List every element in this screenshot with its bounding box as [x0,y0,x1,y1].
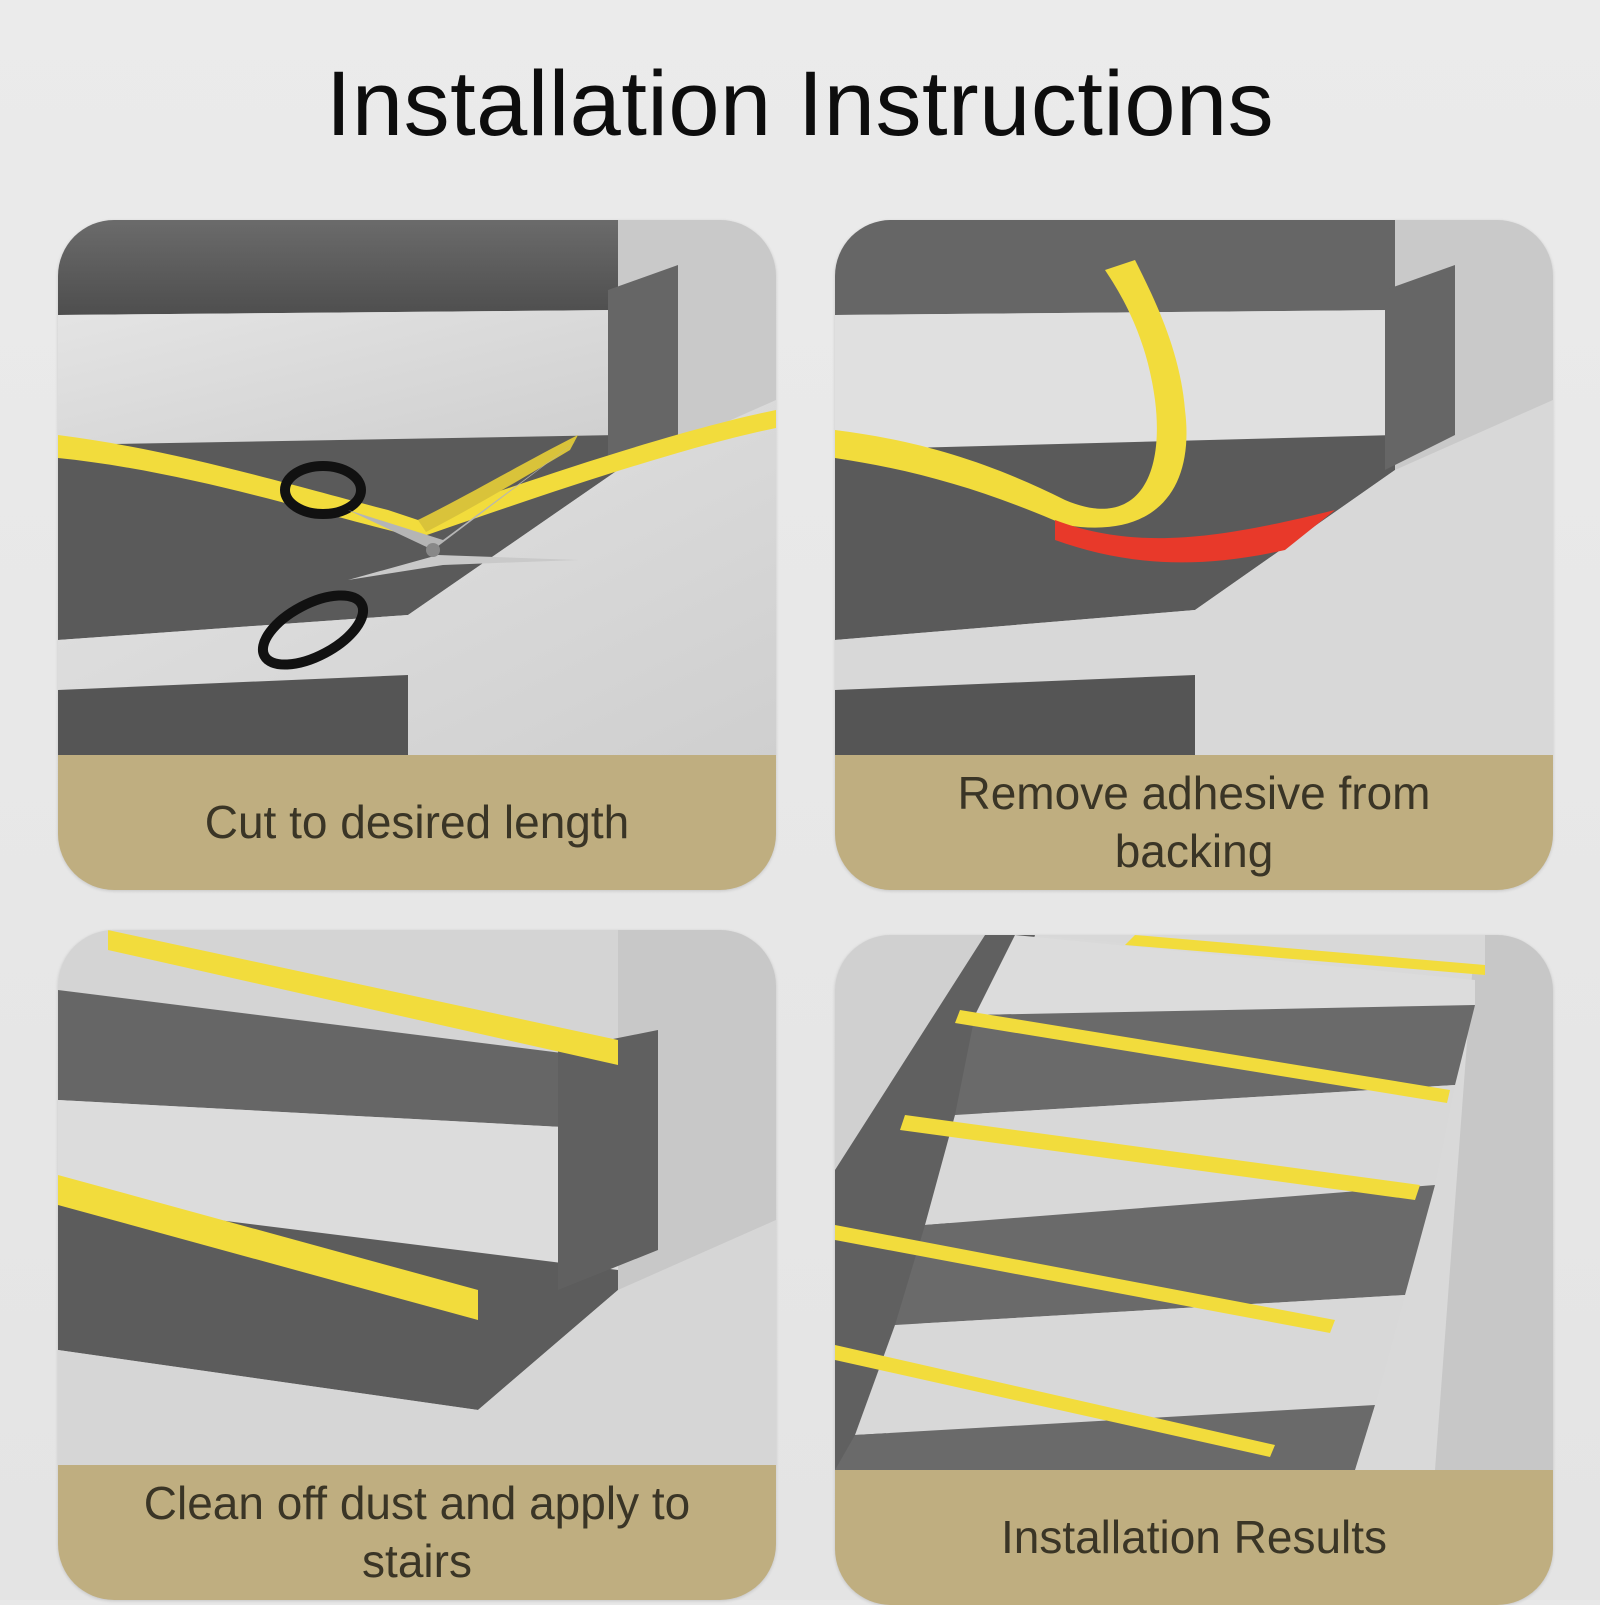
step-caption: Cut to desired length [58,755,776,890]
step-image-cut [58,220,776,755]
finished-stairs-icon [835,935,1485,1470]
step-caption: Installation Results [835,1470,1553,1605]
step-panel-peel: Remove adhesive from backing [835,220,1553,890]
step-caption: Clean off dust and apply to stairs [58,1465,776,1600]
peeling-tape-icon [1065,260,1187,528]
step-image-apply [58,930,776,1465]
step-image-results [835,935,1553,1470]
page-title: Installation Instructions [325,53,1275,155]
step-panel-results: Installation Results [835,935,1553,1605]
step-image-peel [835,220,1553,755]
scissors-icon [257,440,578,670]
step-panel-cut: Cut to desired length [58,220,776,890]
step-panel-apply: Clean off dust and apply to stairs [58,930,776,1600]
applied-tape-icon [108,930,618,1065]
step-caption: Remove adhesive from backing [835,755,1553,890]
